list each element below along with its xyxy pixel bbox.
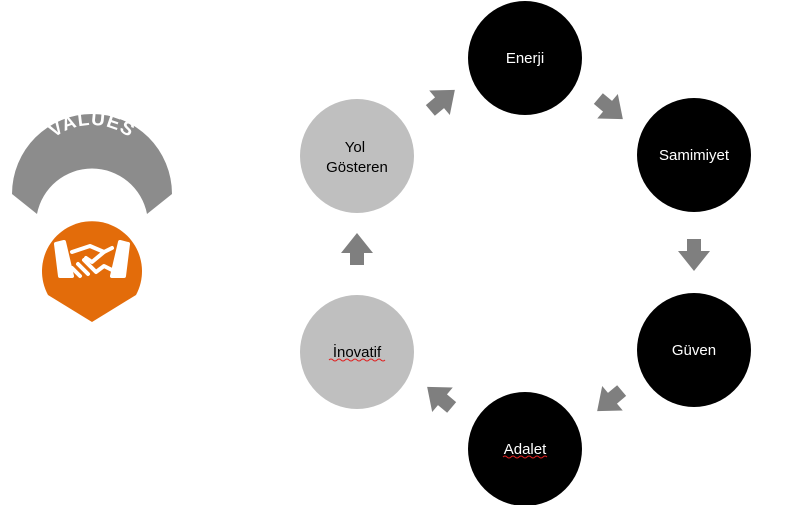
arrow-inovatif-to-yolgosteren — [341, 233, 373, 265]
node-adalet-label: Adalet — [504, 441, 547, 458]
node-guven-label: Güven — [672, 342, 716, 359]
arrow-yolgosteren-to-enerji — [425, 89, 455, 116]
node-inovatif: İnovatif — [300, 295, 414, 409]
node-samimiyet: Samimiyet — [637, 98, 751, 212]
node-yol-gosteren-label: Yol Gösteren — [326, 139, 388, 176]
node-enerji-label: Enerji — [506, 50, 544, 67]
cycle-nodes: Enerji Samimiyet Güven Adalet — [300, 1, 751, 505]
arrow-enerji-to-samimiyet — [593, 93, 623, 120]
cycle-arrows — [341, 89, 710, 413]
arrow-samimiyet-to-guven — [678, 239, 710, 271]
node-samimiyet-label: Samimiyet — [659, 147, 730, 164]
node-guven: Güven — [637, 293, 751, 407]
handshake-icon — [54, 240, 130, 278]
arrow-adalet-to-inovatif — [427, 386, 457, 413]
spellcheck-underline-adalet — [502, 455, 548, 459]
node-yol-gosteren: Yol Gösteren — [300, 99, 414, 213]
spellcheck-underline-inovatif — [328, 358, 386, 362]
node-adalet: Adalet — [468, 392, 582, 505]
node-inovatif-label: İnovatif — [333, 343, 382, 361]
values-badge: VALUES — [12, 109, 172, 322]
node-enerji: Enerji — [468, 1, 582, 115]
arrow-guven-to-adalet — [597, 385, 627, 412]
values-badge-pin — [42, 221, 142, 322]
values-banner — [12, 114, 172, 214]
